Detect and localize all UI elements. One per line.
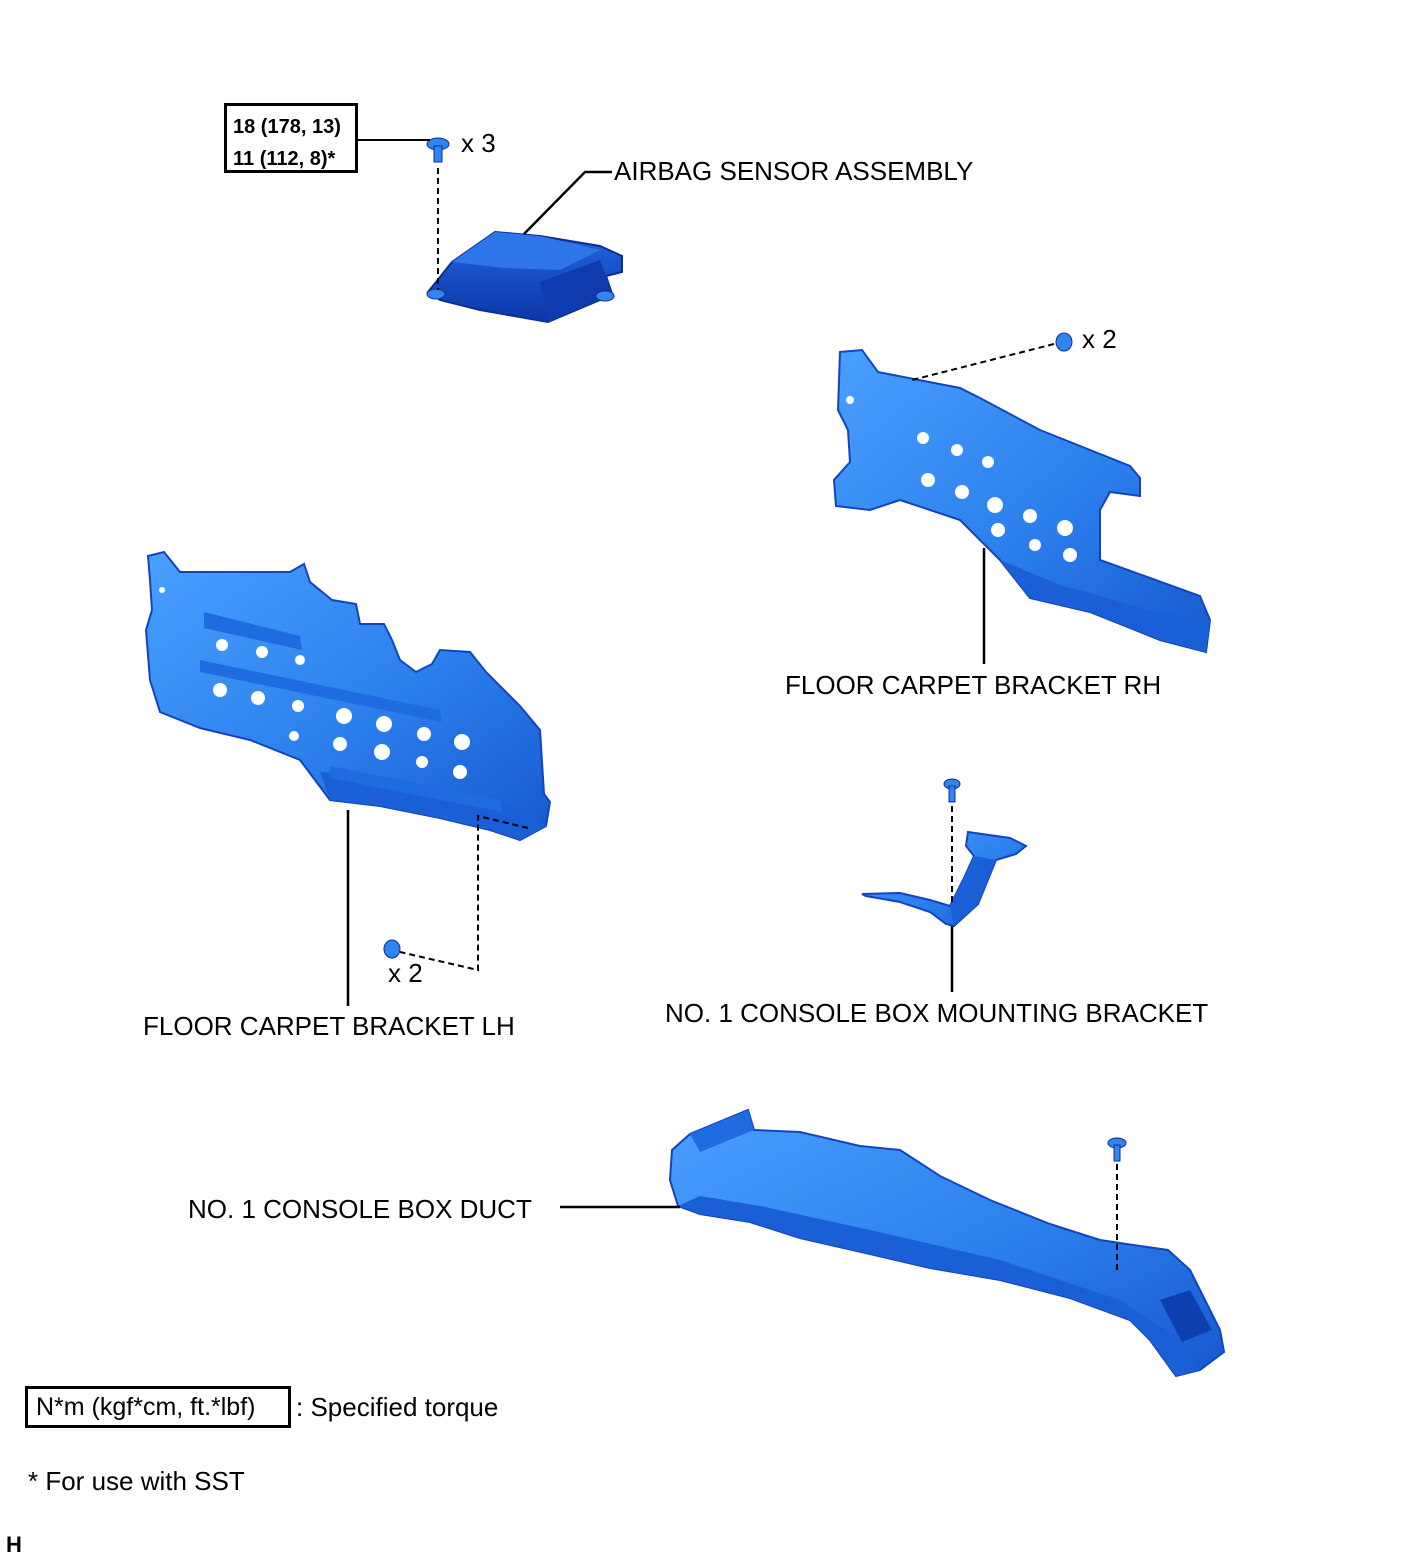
airbag-sensor-assembly bbox=[426, 230, 623, 324]
rh-clip-dashed-line bbox=[911, 343, 1055, 381]
floor-carpet-lh-label: FLOOR CARPET BRACKET LH bbox=[143, 1011, 515, 1041]
airbag-sensor-label: AIRBAG SENSOR ASSEMBLY bbox=[614, 156, 974, 186]
rh-clip-quantity: x 2 bbox=[1082, 324, 1117, 354]
floor-carpet-bracket-lh bbox=[144, 550, 552, 842]
torque-spec-box: 18 (178, 13) 11 (112, 8)* bbox=[224, 103, 358, 173]
illustration-code: H bbox=[6, 1532, 22, 1557]
console-duct-label: NO. 1 CONSOLE BOX DUCT bbox=[188, 1194, 532, 1224]
duct-screw-icon bbox=[1107, 1137, 1127, 1162]
sensor-bolt-icon bbox=[426, 137, 450, 163]
torque-unit-legend-text: : Specified torque bbox=[296, 1392, 499, 1422]
sensor-bolt-quantity: x 3 bbox=[461, 128, 496, 158]
bracket-bolt-icon bbox=[943, 778, 961, 803]
rh-clip-icon bbox=[1055, 332, 1073, 352]
console-box-duct bbox=[668, 1108, 1226, 1378]
console-box-mounting-bracket bbox=[861, 830, 1028, 928]
mounting-bracket-label: NO. 1 CONSOLE BOX MOUNTING BRACKET bbox=[665, 998, 1209, 1028]
lh-clip-dashed-line bbox=[399, 814, 529, 972]
floor-carpet-bracket-rh bbox=[832, 348, 1212, 654]
torque-unit-legend-box: N*m (kgf*cm, ft.*lbf) bbox=[25, 1386, 291, 1428]
airbag-sensor-leader-line bbox=[523, 170, 612, 235]
lh-clip-icon bbox=[383, 939, 401, 959]
sst-footnote: * For use with SST bbox=[28, 1466, 245, 1496]
torque-spec-line-2: 11 (112, 8)* bbox=[233, 148, 336, 170]
torque-spec-line-1: 18 (178, 13) bbox=[233, 116, 341, 138]
floor-carpet-rh-label: FLOOR CARPET BRACKET RH bbox=[785, 670, 1162, 700]
lh-clip-quantity: x 2 bbox=[388, 958, 423, 988]
